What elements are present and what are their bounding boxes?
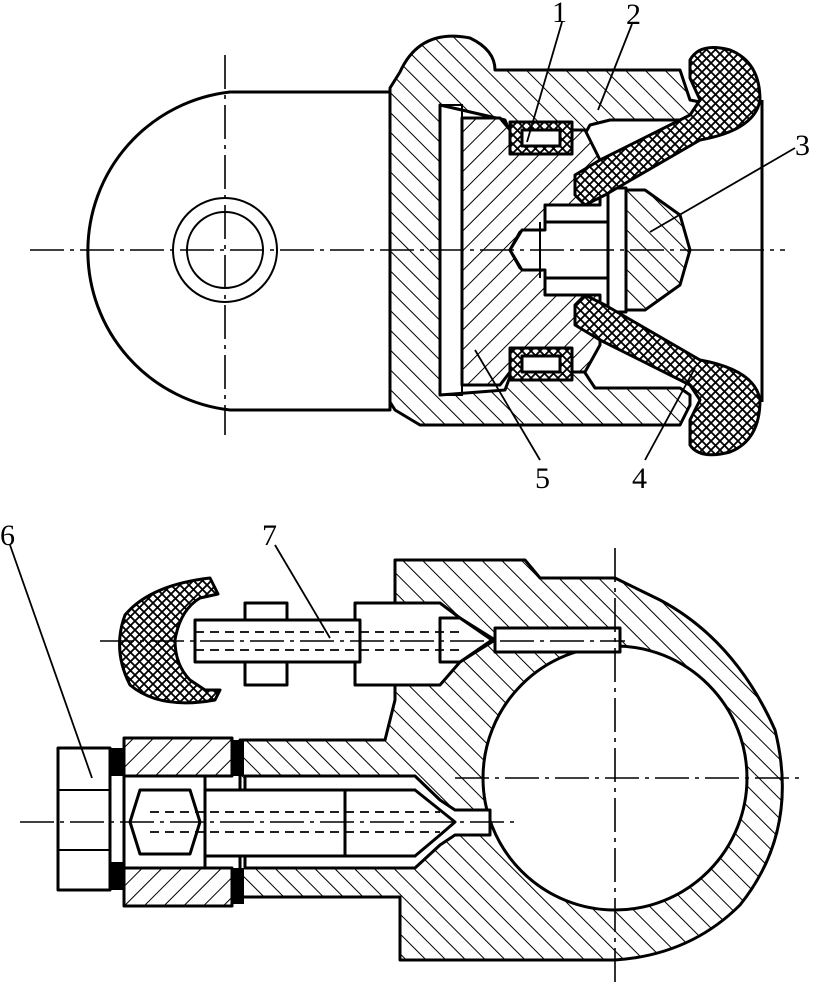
- lower-washer-left: [110, 748, 124, 776]
- callout-7: 7: [262, 519, 277, 552]
- lower-washer-right-b: [232, 868, 244, 904]
- callout-4: 4: [632, 462, 647, 495]
- lower-washer-left-b: [110, 862, 124, 890]
- leader-6: [9, 544, 93, 779]
- eye-end: [86, 90, 392, 412]
- leader-7: [274, 544, 331, 639]
- upper-passage: [493, 626, 622, 654]
- callouts: 1 2 3 4 5 6 7: [0, 0, 810, 779]
- leader-5: [474, 349, 541, 461]
- lower-tip: [343, 788, 457, 858]
- lower-sleeve-bottom: [122, 866, 234, 908]
- callout-6: 6: [0, 519, 15, 552]
- rubber-boot-upper: [573, 46, 762, 207]
- lower-hex-head: [56, 746, 112, 892]
- upper-assembly-view: [30, 34, 785, 457]
- leader-1: [526, 21, 563, 143]
- housing-body: [388, 34, 702, 427]
- callout-5: 5: [535, 462, 550, 495]
- leader-4: [644, 367, 696, 461]
- leader-2: [597, 23, 633, 111]
- lower-washer-right: [232, 740, 244, 776]
- rubber-boot-lower: [573, 293, 762, 457]
- callout-1: 1: [552, 0, 567, 29]
- lower-shaft: [203, 788, 347, 858]
- leader-3: [649, 147, 796, 233]
- seal-ring-lower-core: [520, 354, 562, 374]
- seal-ring-upper-core: [520, 128, 562, 148]
- callout-3: 3: [795, 129, 810, 162]
- callout-2: 2: [626, 0, 641, 31]
- lower-sleeve-top: [122, 736, 234, 778]
- lower-assembly-view: [20, 548, 805, 985]
- upper-tip: [438, 616, 494, 664]
